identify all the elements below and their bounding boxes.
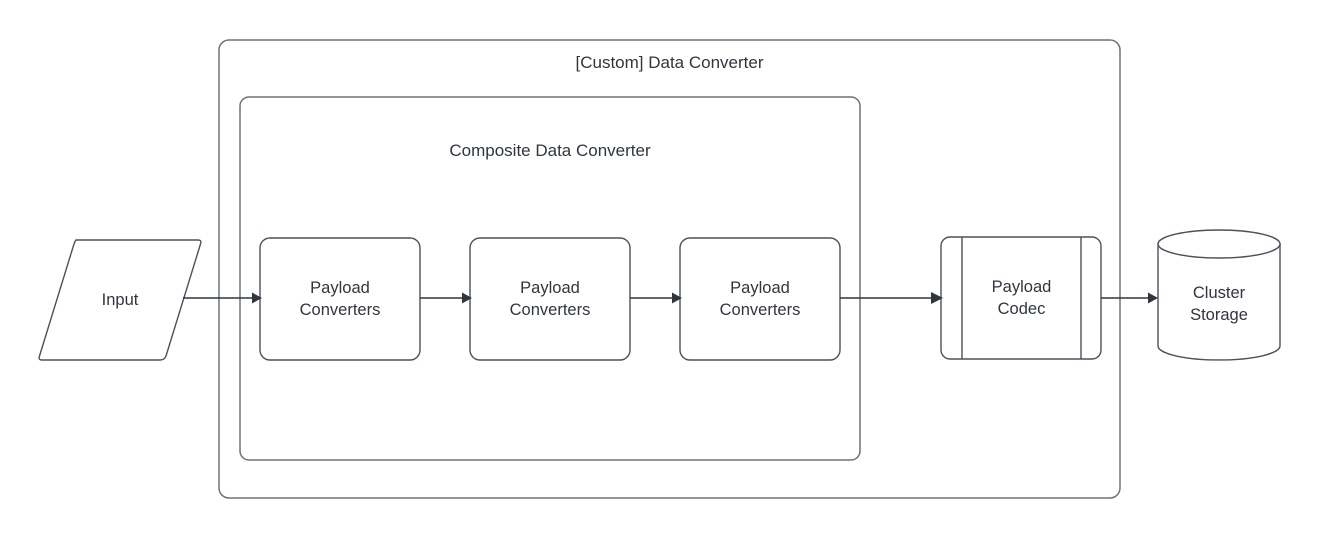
node-payload-converters-3-shape[interactable] bbox=[679, 237, 841, 361]
edge-payload-converters-2-to-3 bbox=[630, 292, 682, 304]
container-custom-data-converter[interactable] bbox=[218, 39, 1121, 499]
edge-payload-converters-1-to-2 bbox=[420, 292, 472, 304]
node-payload-codec-shape[interactable] bbox=[940, 236, 1102, 360]
edge-input-to-payload-converters-1 bbox=[183, 292, 262, 304]
node-payload-converters-1-shape[interactable] bbox=[259, 237, 421, 361]
node-payload-converters-2-shape[interactable] bbox=[469, 237, 631, 361]
edge-payload-codec-to-cluster-storage bbox=[1101, 292, 1158, 304]
container-composite-data-converter[interactable] bbox=[239, 96, 861, 461]
node-input-shape[interactable] bbox=[38, 239, 202, 361]
edge-payload-converters-3-to-payload-codec bbox=[840, 292, 943, 304]
node-cluster-storage-shape[interactable] bbox=[1157, 229, 1281, 361]
